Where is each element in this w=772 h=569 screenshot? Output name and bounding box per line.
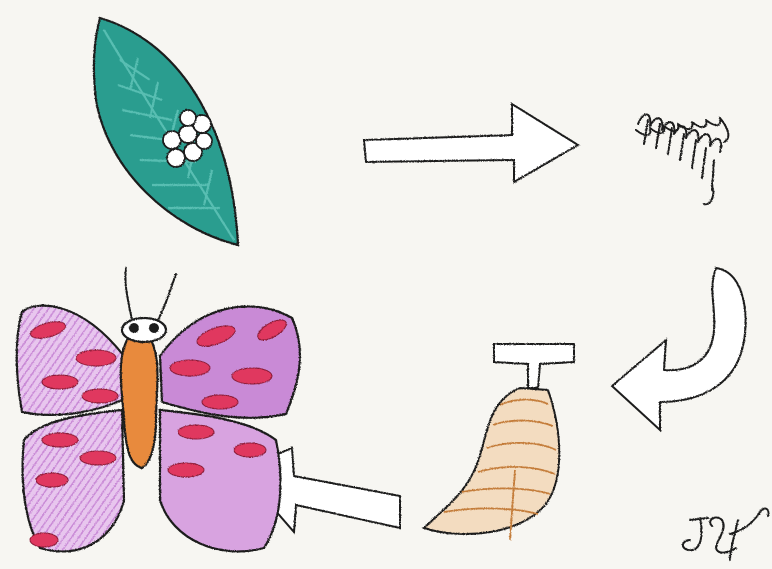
arrow-egg-to-caterpillar xyxy=(364,104,578,182)
signature-icon xyxy=(683,509,768,560)
butterfly-head xyxy=(122,318,166,342)
butterfly-icon xyxy=(17,268,300,551)
arrow-caterpillar-to-pupa xyxy=(612,268,746,430)
leaf-with-eggs-icon xyxy=(94,18,238,245)
chrysalis-stem xyxy=(494,344,574,388)
butterfly-body xyxy=(121,338,158,468)
caterpillar-icon xyxy=(636,114,728,204)
chrysalis-icon xyxy=(424,344,574,540)
